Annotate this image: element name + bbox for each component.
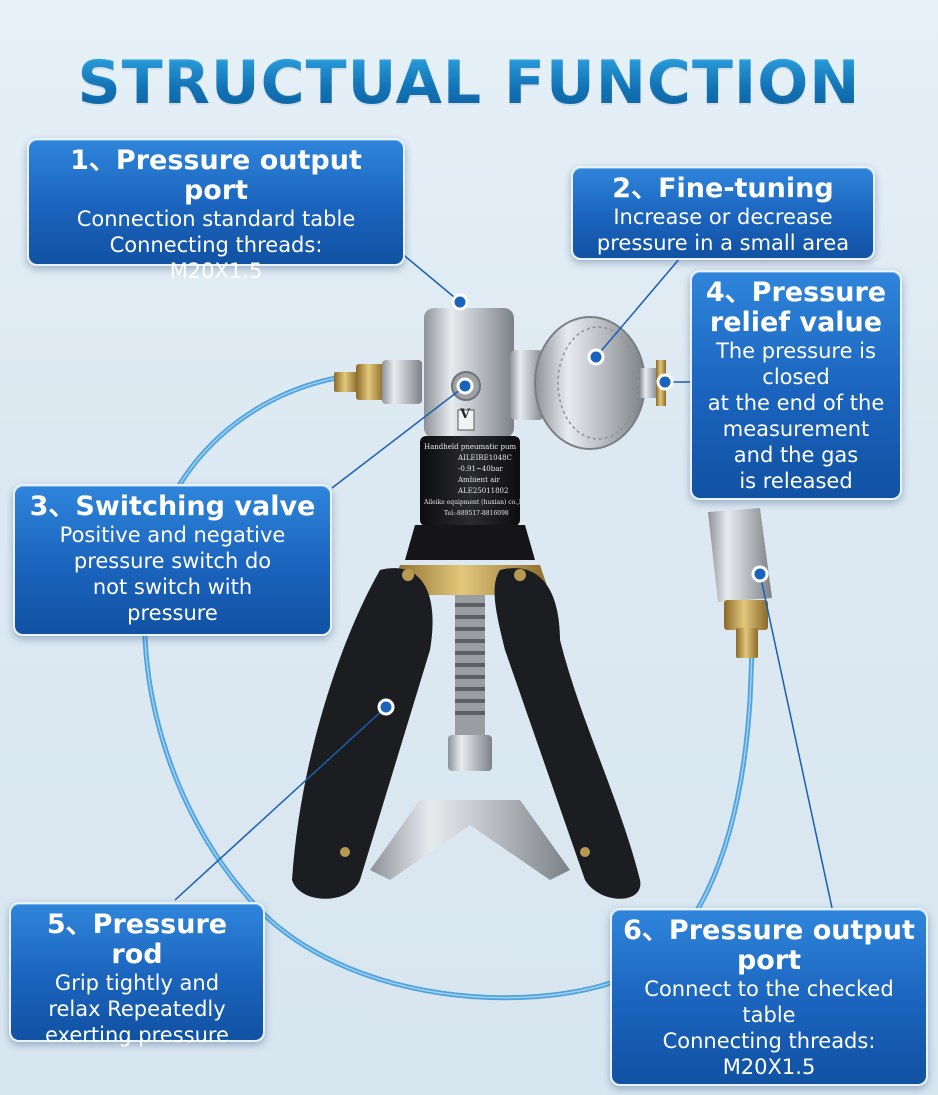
label-row: Ambient air [458, 476, 500, 484]
product-label: V Handheld pneumatic pum AILEIRE1048C -0… [424, 408, 526, 519]
callout-line: Connecting threads: [662, 1029, 876, 1053]
callout-line: relax Repeatedly [48, 997, 226, 1021]
label-letter: V [460, 407, 471, 422]
callout-heading: relief value [709, 307, 883, 338]
callout-line: at the end of the [707, 391, 885, 415]
callout-line: pressure switch do [73, 549, 272, 573]
callout-line: closed [762, 365, 830, 389]
label-row: Aileike equipment (huxian) co.,Lt [424, 499, 526, 506]
callout-line: is released [739, 469, 853, 493]
callout-heading: 6、Pressure output [623, 915, 915, 946]
callout-pressure-output-port-2: 6、Pressure output port Connect to the ch… [610, 908, 928, 1086]
callout-line: not switch with [92, 575, 253, 599]
left-fittings [334, 360, 422, 404]
callout-line: M20X1.5 [722, 1055, 816, 1079]
label-row: -0.91~40bar [458, 465, 503, 473]
callout-heading: port [736, 945, 802, 976]
callout-pressure-rod: 5、Pressure rod Grip tightly and relax Re… [9, 902, 265, 1047]
callout-line: exerting pressure [45, 1023, 229, 1047]
callout-line: Connect to the checked [644, 977, 894, 1001]
callout-heading: 3、Switching valve [29, 491, 316, 522]
page-title: STRUCTUAL FUNCTION [0, 48, 938, 118]
callout-heading: 2、Fine-tuning [612, 173, 834, 204]
callout-line: Positive and negative [59, 523, 286, 547]
callout-line: Connecting threads: [109, 233, 323, 257]
callout-markers [377, 293, 769, 716]
fine-tuning-knob [510, 316, 666, 450]
callout-switching-valve: 3、Switching valve Positive and negative … [13, 484, 332, 636]
callout-heading: 1、Pressure output port [70, 145, 362, 206]
label-row: Tel:-889517-8816098 [444, 510, 509, 517]
callout-line: Grip tightly and [54, 971, 220, 995]
callout-line: measurement [722, 417, 870, 441]
callout-pressure-relief-valve: 4、Pressure relief value The pressure is … [690, 270, 902, 500]
label-row: Handheld pneumatic pum [424, 443, 517, 451]
callout-fine-tuning: 2、Fine-tuning Increase or decrease press… [571, 166, 875, 260]
callout-line: M20X1.5 [169, 259, 263, 283]
callout-line: The pressure is [716, 339, 876, 363]
callout-line: and the gas [733, 443, 859, 467]
label-row: AILEIRE1048C [458, 454, 512, 462]
leader-lines [174, 251, 833, 909]
callout-line: table [742, 1003, 796, 1027]
callout-line: Increase or decrease [613, 205, 833, 229]
callout-heading: 4、Pressure [705, 277, 887, 308]
callout-pressure-output-port: 1、Pressure output port Connection standa… [27, 138, 405, 283]
callout-line: pressure in a small area [596, 231, 850, 255]
callout-heading: 5、Pressure rod [46, 909, 228, 970]
pump-body [405, 308, 535, 560]
callout-line: pressure [127, 601, 218, 625]
pump-handles [292, 568, 641, 899]
label-row: ALE25011802 [458, 487, 509, 495]
callout-line: Connection standard table [76, 207, 356, 231]
